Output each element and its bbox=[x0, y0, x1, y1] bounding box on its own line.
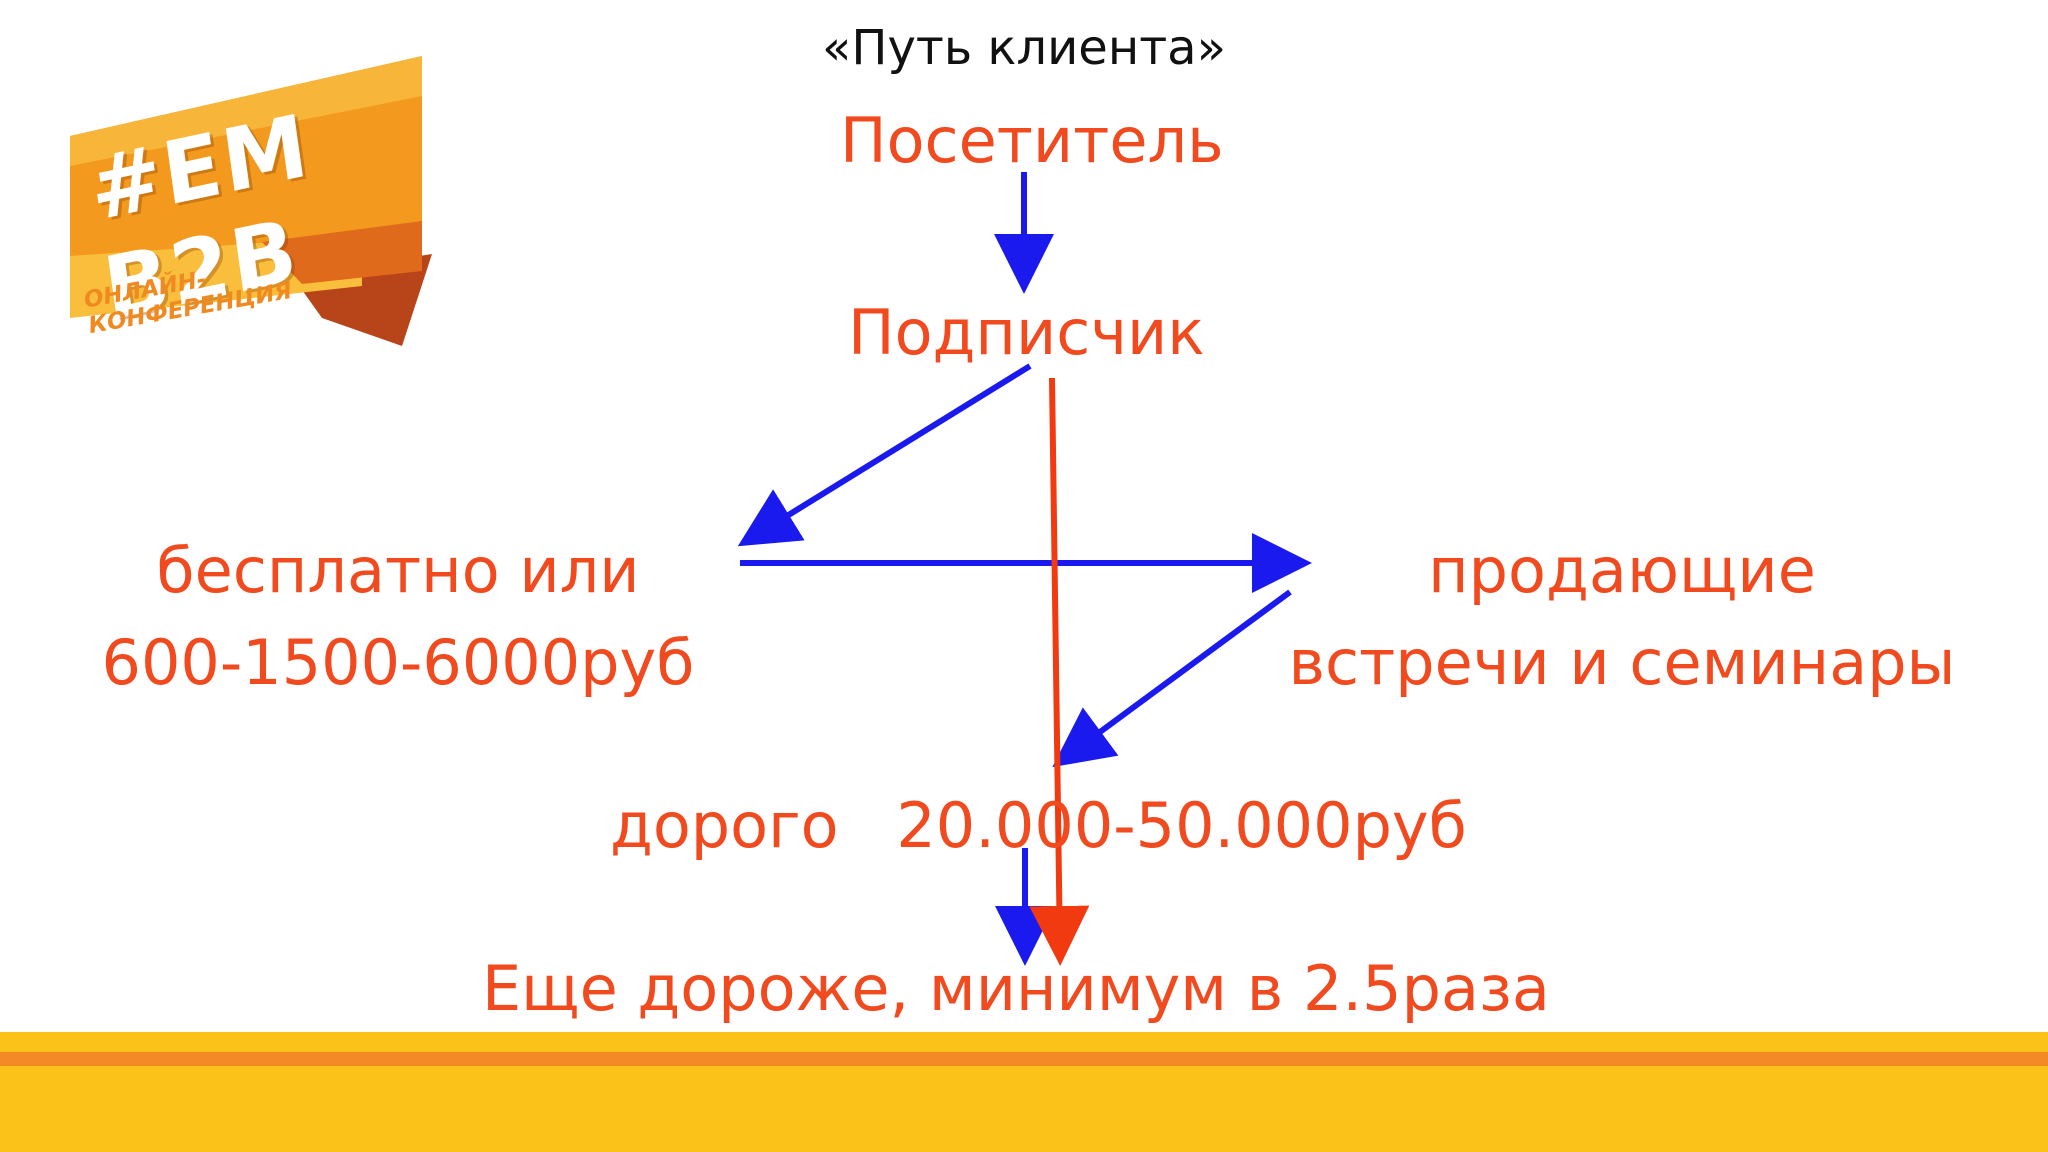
node-expensive-price: 20.000-50.000руб bbox=[896, 789, 1467, 862]
footer-band-top bbox=[0, 1032, 2048, 1052]
node-expensive: дорого 20.000-50.000руб bbox=[610, 795, 1467, 857]
footer-band-stripe bbox=[0, 1052, 2048, 1066]
logo-banner-shape bbox=[70, 56, 432, 346]
node-free-line-1: бесплатно или bbox=[156, 534, 640, 607]
node-selling-line-1: продающие bbox=[1428, 534, 1816, 607]
node-free: бесплатно или 600-1500-6000руб bbox=[78, 525, 718, 709]
node-selling-line-2: встречи и семинары bbox=[1288, 626, 1956, 699]
node-free-line-2: 600-1500-6000руб bbox=[101, 626, 695, 699]
arrow-subscriber-direct-to-more bbox=[1029, 377, 1090, 966]
node-selling-meetings: продающие встречи и семинары bbox=[1272, 525, 1972, 709]
arrow-selling-to-expensive bbox=[1052, 589, 1292, 768]
node-subscriber: Подписчик bbox=[848, 296, 1205, 369]
node-expensive-word: дорого bbox=[610, 789, 839, 862]
slide-title: «Путь клиента» bbox=[822, 20, 1226, 76]
node-visitor: Посетитель bbox=[840, 104, 1224, 177]
em-b2b-logo: #EM B2B ОНЛАЙН- КОНФЕРЕНЦИЯ bbox=[62, 56, 434, 346]
footer-band-bottom bbox=[0, 1066, 2048, 1152]
arrow-subscriber-to-free bbox=[737, 363, 1032, 547]
node-more-expensive: Еще дороже, минимум в 2.5раза bbox=[482, 952, 1550, 1025]
